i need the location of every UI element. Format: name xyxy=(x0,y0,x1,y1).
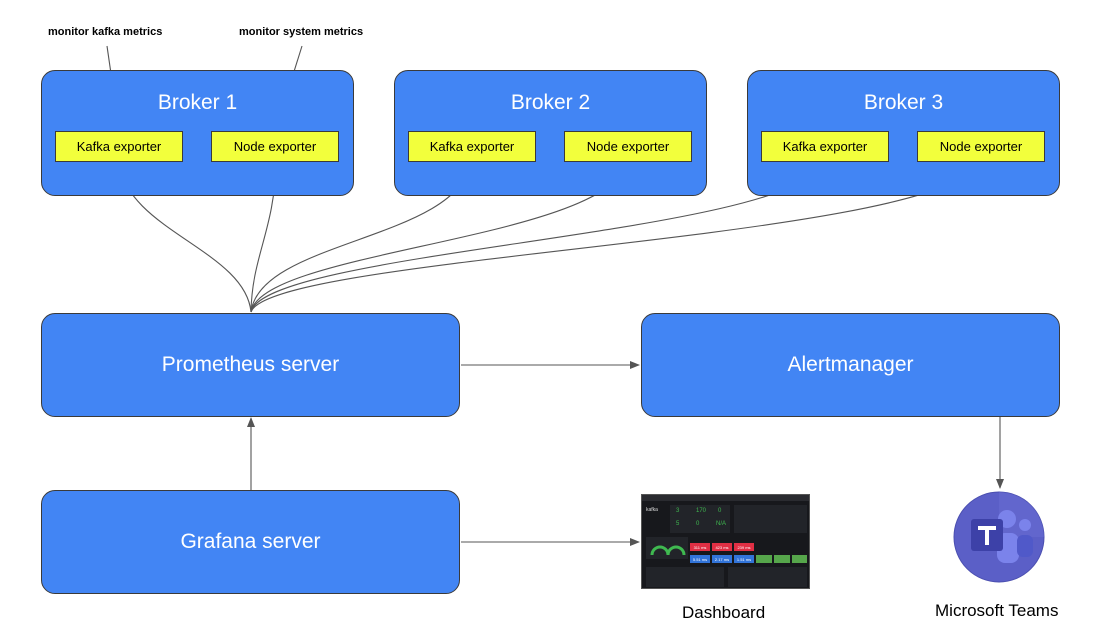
dashboard-blue-tile: 1.51 ms xyxy=(734,555,754,563)
annotation-system-metrics: monitor system metrics xyxy=(239,26,364,38)
node-exporter: Node exporter xyxy=(211,131,339,162)
dashboard-red-tile: 239 ms xyxy=(734,543,754,551)
dashboard-stat: 5 xyxy=(676,521,680,527)
kafka-exporter: Kafka exporter xyxy=(408,131,536,162)
prometheus-server-label: Prometheus server xyxy=(161,353,340,376)
node-exporter: Node exporter xyxy=(917,131,1045,162)
kafka-exporter: Kafka exporter xyxy=(761,131,889,162)
dashboard-stat: N/A xyxy=(716,521,727,527)
broker-title: Broker 1 xyxy=(157,91,238,114)
kafka-exporter: Kafka exporter xyxy=(55,131,183,162)
dashboard-stat: 3 xyxy=(676,508,680,514)
broker-3-box: Broker 3 Kafka exporter Node exporter xyxy=(747,70,1060,196)
broker-1-box: Broker 1 Kafka exporter Node exporter xyxy=(41,70,354,196)
microsoft-teams-icon xyxy=(953,491,1045,583)
prometheus-server-box: Prometheus server xyxy=(41,313,460,417)
dashboard-green-tile xyxy=(756,555,772,563)
dashboard-stat-panel: 3 170 0 5 0 N/A xyxy=(670,505,730,533)
dashboard-stat: 170 xyxy=(696,508,707,514)
dashboard-graph-panel xyxy=(646,567,724,587)
dashboard-blue-tile: 5.51 ms xyxy=(690,555,710,563)
dashboard-stat: 0 xyxy=(718,508,722,514)
broker-2-box: Broker 2 Kafka exporter Node exporter xyxy=(394,70,707,196)
annotation-kafka-metrics: monitor kafka metrics xyxy=(48,26,163,38)
dashboard-graph-panel xyxy=(728,567,807,587)
dashboard-caption: Dashboard xyxy=(682,603,766,622)
gauge-icon xyxy=(650,545,686,556)
alertmanager-box: Alertmanager xyxy=(641,313,1060,417)
node-exporter: Node exporter xyxy=(564,131,692,162)
grafana-server-label: Grafana server xyxy=(180,530,321,553)
dashboard-topbar xyxy=(642,495,809,501)
dashboard-app-name: kafka xyxy=(646,507,658,513)
dashboard-red-tile: 423 ms xyxy=(712,543,732,551)
broker-title: Broker 3 xyxy=(863,91,944,114)
dashboard-gauge-panel xyxy=(646,537,688,559)
alertmanager-label: Alertmanager xyxy=(787,353,914,376)
dashboard-thumbnail: kafka 3 170 0 5 0 N/A 311 ms 423 ms 239 … xyxy=(641,494,810,589)
dashboard-green-tile xyxy=(792,555,807,563)
dashboard-blue-tile: 2.17 ms xyxy=(712,555,732,563)
microsoft-teams-caption: Microsoft Teams xyxy=(935,601,1059,620)
grafana-server-box: Grafana server xyxy=(41,490,460,594)
broker-title: Broker 2 xyxy=(510,91,591,114)
dashboard-list-panel xyxy=(734,505,807,533)
dashboard-stat: 0 xyxy=(696,521,700,527)
dashboard-red-tile: 311 ms xyxy=(690,543,710,551)
dashboard-green-tile xyxy=(774,555,790,563)
